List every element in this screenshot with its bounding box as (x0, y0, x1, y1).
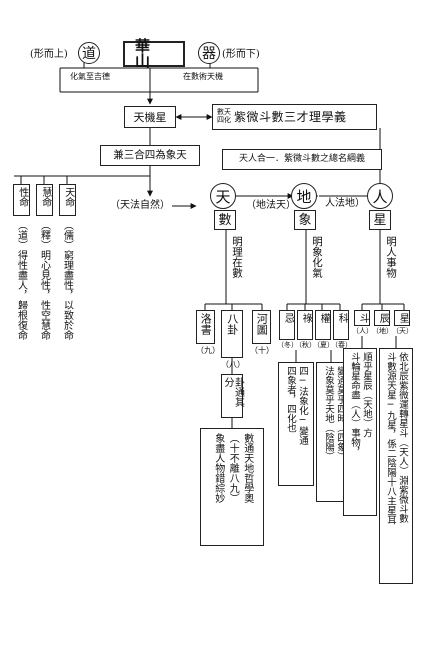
num-eight: （八） (221, 360, 245, 369)
xiang-bottom-col-3: 法象莫乎天地（陰陽） (323, 366, 334, 461)
xing-bottom-col-2: 順乎星辰（天地）方 (360, 352, 372, 438)
qi-circle: 器 (198, 42, 220, 64)
lu-box: 祿 (297, 310, 313, 340)
season-winter: （冬） (277, 341, 298, 349)
chen-box: 辰 (374, 310, 390, 326)
xing-bottom-col-3: 斗數源天星─九星，係二陰陽十八主星耳 (385, 352, 396, 525)
xing-bottom-col-1: 斗輪星命盡（人）事物， (349, 352, 360, 457)
xiang-box: 象 (294, 210, 316, 230)
tianming-box: 天命 (59, 184, 76, 216)
shu-box: 數 (214, 210, 236, 230)
bagua-box: 八卦 (221, 310, 243, 358)
xiang-bottom-box-1: 四象者，四化也 四─法象化─變通 (278, 362, 314, 486)
difa-label: （地法天） (246, 200, 296, 211)
main-title-text: 紫微斗數三才理學義 (234, 110, 347, 124)
shu-bottom-col-3: 數通天地哲學奧 (241, 433, 253, 503)
xing-er-shang-note: (形而上) (30, 49, 68, 60)
ke-box: 科 (333, 310, 349, 340)
huashan-title: 華山 (123, 39, 185, 69)
xing-bottom-box-1: 斗輪星命盡（人）事物， 順乎星辰（天地）方 (343, 348, 377, 516)
tianfa-label: （天法自然） (110, 200, 170, 211)
xing-bottom-box-2: 斗數源天星─九星，係二陰陽十八主星耳 依北辰紫微運轉星斗（天人）淵紫微斗數 (379, 348, 413, 584)
xing-er-xia-note: (形而下) (222, 49, 260, 60)
main-title-small-top: 數天 (217, 108, 231, 117)
quan-box: 權 (315, 310, 331, 340)
xiang-bottom-col-4: 變通莫乎四時（四象） (334, 366, 346, 461)
xing-box: 星 (369, 210, 391, 230)
season-spring: （春） (331, 341, 352, 349)
xingming-box: 性命 (13, 184, 30, 216)
season-summer: （夏） (313, 341, 334, 349)
ren-circle: 人 (367, 183, 393, 209)
xiang-bottom-col-1: 四象者，四化也 (285, 366, 296, 433)
season-autumn: （秋） (295, 341, 316, 349)
shushu-text: 在數術天機 (183, 72, 223, 81)
sub-tian: （天） (392, 327, 413, 335)
hetu-box: 河圖 (252, 310, 271, 344)
main-title-small-bottom: 四化 (217, 116, 231, 124)
renfa-label: 人法地） (325, 198, 365, 209)
ji-box: 忌 (279, 310, 295, 340)
dao-circle: 道 (78, 42, 100, 64)
tianren-box: 天人合一．紫微斗數之總名綱義 (222, 149, 382, 170)
shu-bottom-col-1: 象盡人物錯綜妙 (212, 433, 224, 503)
shu-bottom-col-2: （十不離八九） (227, 433, 239, 503)
sub-di: （地） (372, 327, 393, 335)
xing-bottom-col-4: 依北辰紫微運轉星斗（天人）淵紫微斗數 (396, 352, 408, 523)
ru-text: （儒）窮理盡性，以致於命 (61, 220, 73, 340)
dou-box: 斗 (354, 310, 370, 326)
sub-ren: （人） (352, 327, 373, 335)
num-nine: （九） (196, 346, 220, 355)
huiming-box: 慧命 (36, 184, 53, 216)
num-ten: （十） (250, 346, 274, 355)
mingxiang-text: 明象化氣 (311, 236, 324, 278)
luoshu-box: 洛書 (196, 310, 215, 344)
di-circle: 地 (291, 183, 317, 209)
xiang-bottom-col-2: 四─法象化─變通 (296, 366, 308, 445)
mingli-text: 明理在數 (231, 236, 244, 278)
mingren-text: 明人事物 (385, 236, 398, 278)
gua-tong-box: 卦通其分 (221, 374, 244, 418)
dao-text: （道）得性盡人，歸根復命 (15, 220, 27, 340)
tian-circle: 天 (210, 183, 236, 209)
tianji-star-box: 天機星 (124, 106, 176, 128)
sanhe-box: 兼三合四為象天 (100, 145, 200, 166)
main-title-box: 數天 四化 紫微斗數三才理學義 (212, 104, 377, 130)
shi-text: （釋）明心見性，性空慧命 (38, 220, 50, 340)
shu-bottom-box: 象盡人物錯綜妙 （十不離八九） 數通天地哲學奧 (200, 428, 264, 546)
xing-small-box: 星 (394, 310, 410, 326)
huaqi-text: 化氣至吉德 (70, 72, 110, 81)
